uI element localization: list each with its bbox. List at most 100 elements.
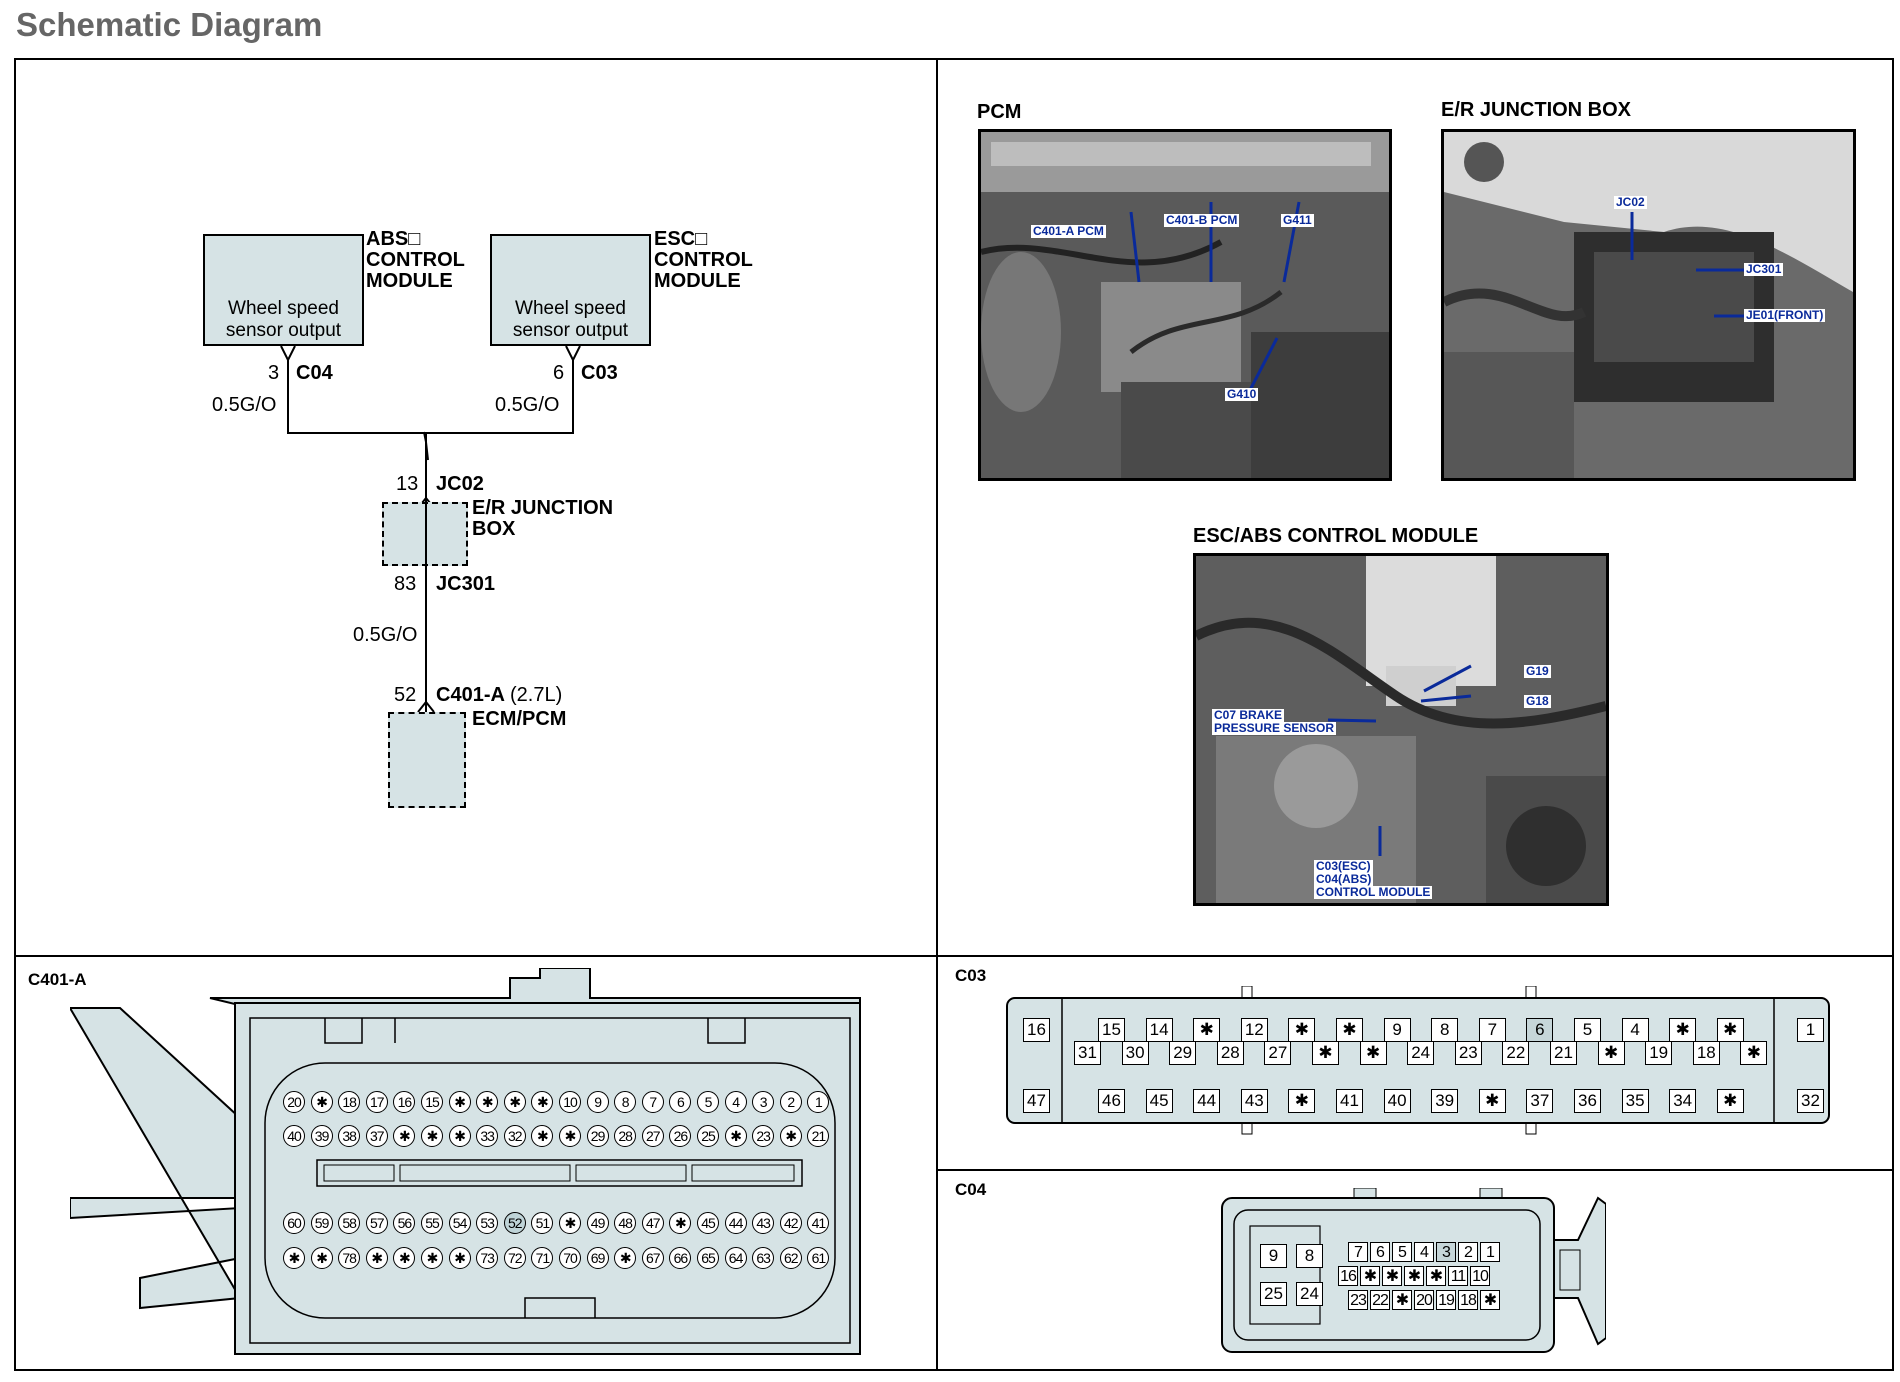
c04-pin: 16 — [1338, 1266, 1358, 1286]
c401a-title: C401-A — [28, 970, 87, 989]
esc-wire — [572, 360, 574, 434]
esc-pin-number: 6 — [553, 362, 565, 384]
c401a-pin: 15 — [421, 1091, 443, 1113]
c03-pin: 23 — [1454, 1041, 1482, 1065]
c03-pin: 39 — [1431, 1089, 1459, 1113]
c03-pin: ✱ — [1597, 1041, 1625, 1065]
c04-pin: ✱ — [1426, 1266, 1446, 1286]
c03-pin: 19 — [1645, 1041, 1673, 1065]
divider-horizontal-main — [14, 955, 1894, 957]
c03-pin: 46 — [1098, 1089, 1125, 1113]
c04-pin: 7 — [1348, 1242, 1368, 1262]
ecm-wire — [425, 566, 427, 712]
c04-pin: 22 — [1370, 1290, 1390, 1310]
pcm-callout-g410: G410 — [1225, 387, 1259, 401]
pcm-callout-c401b: C401-B PCM — [1164, 213, 1240, 227]
c03-pin: 40 — [1383, 1089, 1411, 1113]
c04-pin: 6 — [1370, 1242, 1390, 1262]
c03-pin: ✱ — [1478, 1089, 1506, 1113]
c401a-pin: 67 — [641, 1247, 664, 1269]
c03-pin: 34 — [1669, 1089, 1697, 1113]
pcm-photo-title: PCM — [977, 101, 1022, 123]
c401a-pin: 65 — [697, 1247, 719, 1269]
c401a-pin: ✱ — [310, 1091, 333, 1113]
c401a-pin: ✱ — [531, 1091, 554, 1113]
c401a-pin: 9 — [586, 1091, 609, 1113]
c401a-pin: 78 — [338, 1247, 361, 1269]
c401a-pin: 45 — [697, 1212, 719, 1234]
c401a-pin: 33 — [476, 1125, 499, 1147]
c04-pin: ✱ — [1360, 1266, 1380, 1286]
esc-name-line-2: CONTROL — [654, 249, 753, 271]
c401a-pin: ✱ — [559, 1125, 581, 1147]
c401a-pin: 4 — [724, 1091, 747, 1113]
c03-pin: 8 — [1431, 1018, 1459, 1042]
er-callout-je01: JE01(FRONT) — [1744, 308, 1826, 322]
abs-wire-spec: 0.5G/O — [212, 394, 277, 416]
c401a-pin: 17 — [365, 1091, 388, 1113]
c03-pin: ✱ — [1288, 1018, 1316, 1042]
c03-pin: 37 — [1526, 1089, 1554, 1113]
c04-pin: 11 — [1448, 1266, 1468, 1286]
esc-name-line-1: ESC□ — [654, 228, 708, 250]
c04-pin: 20 — [1414, 1290, 1434, 1310]
c03-pin: 21 — [1550, 1041, 1577, 1065]
junction-name-line-1: E/R JUNCTION — [472, 497, 614, 519]
c401a-pin: 42 — [779, 1212, 802, 1234]
c04-pin: ✱ — [1382, 1266, 1402, 1286]
c03-pin: 9 — [1383, 1018, 1411, 1042]
c04-pin: 8 — [1296, 1244, 1323, 1268]
c03-pin: 1 — [1797, 1018, 1824, 1042]
c401a-pin: 56 — [393, 1212, 416, 1234]
esc-abs-module-photo: G19 G18 C07 BRAKE PRESSURE SENSOR C03(ES… — [1193, 553, 1609, 906]
c04-title: C04 — [955, 1180, 987, 1199]
c401a-pin: 26 — [669, 1125, 692, 1147]
c401a-pin: 44 — [724, 1212, 747, 1234]
c03-pin: 22 — [1502, 1041, 1530, 1065]
c401a-pin: 41 — [807, 1212, 830, 1234]
c03-pin: 16 — [1023, 1018, 1050, 1042]
c401a-pin: 40 — [283, 1125, 305, 1147]
c401a-pin: ✱ — [531, 1125, 554, 1147]
c04-pin: 18 — [1458, 1290, 1478, 1310]
esc-callout-c03: C03(ESC) — [1314, 859, 1373, 873]
c401a-pin: 2 — [779, 1091, 802, 1113]
er-box-photo-title: E/R JUNCTION BOX — [1441, 99, 1632, 121]
c401a-pin: 48 — [614, 1212, 637, 1234]
esc-callout-c07-line2: PRESSURE SENSOR — [1212, 721, 1337, 735]
esc-callout-module: CONTROL MODULE — [1314, 885, 1433, 899]
c03-pin: 27 — [1264, 1041, 1292, 1065]
c401a-pin: ✱ — [559, 1212, 581, 1234]
ecm-wire-spec: 0.5G/O — [353, 624, 418, 646]
abs-wire — [287, 360, 289, 434]
c401a-pin: ✱ — [503, 1091, 526, 1113]
c03-pin: ✱ — [1740, 1041, 1768, 1065]
divider-horizontal-connectors — [937, 1169, 1894, 1171]
pcm-callout-g411: G411 — [1281, 213, 1314, 227]
esc-callout-g19: G19 — [1524, 664, 1551, 678]
c03-pin: 30 — [1121, 1041, 1149, 1065]
junction-out-pin: 83 — [394, 573, 417, 595]
c401a-pin: ✱ — [614, 1247, 637, 1269]
c03-pin: ✱ — [1193, 1018, 1221, 1042]
c03-pin: 45 — [1145, 1089, 1173, 1113]
c03-pin: 44 — [1193, 1089, 1221, 1113]
c401a-pin: ✱ — [448, 1091, 471, 1113]
c03-pin: ✱ — [1716, 1018, 1744, 1042]
c04-pin: 3 — [1436, 1242, 1456, 1262]
c401a-pin: 54 — [448, 1212, 471, 1234]
c401a-pin: ✱ — [448, 1125, 471, 1147]
abs-name-line-1: ABS□ — [366, 228, 421, 250]
esc-callout-g18: G18 — [1524, 694, 1551, 708]
c401a-pin: 5 — [697, 1091, 719, 1113]
c03-pin: ✱ — [1359, 1041, 1387, 1065]
c401a-pin: 27 — [641, 1125, 664, 1147]
esc-wire-spec: 0.5G/O — [495, 394, 560, 416]
c03-pin: 7 — [1478, 1018, 1506, 1042]
c04-pin: 19 — [1436, 1290, 1456, 1310]
c401a-pin: 64 — [724, 1247, 747, 1269]
c04-pin: 4 — [1414, 1242, 1434, 1262]
c401a-pin: 49 — [586, 1212, 609, 1234]
c04-pin: 5 — [1392, 1242, 1412, 1262]
c401a-pin: 63 — [752, 1247, 775, 1269]
